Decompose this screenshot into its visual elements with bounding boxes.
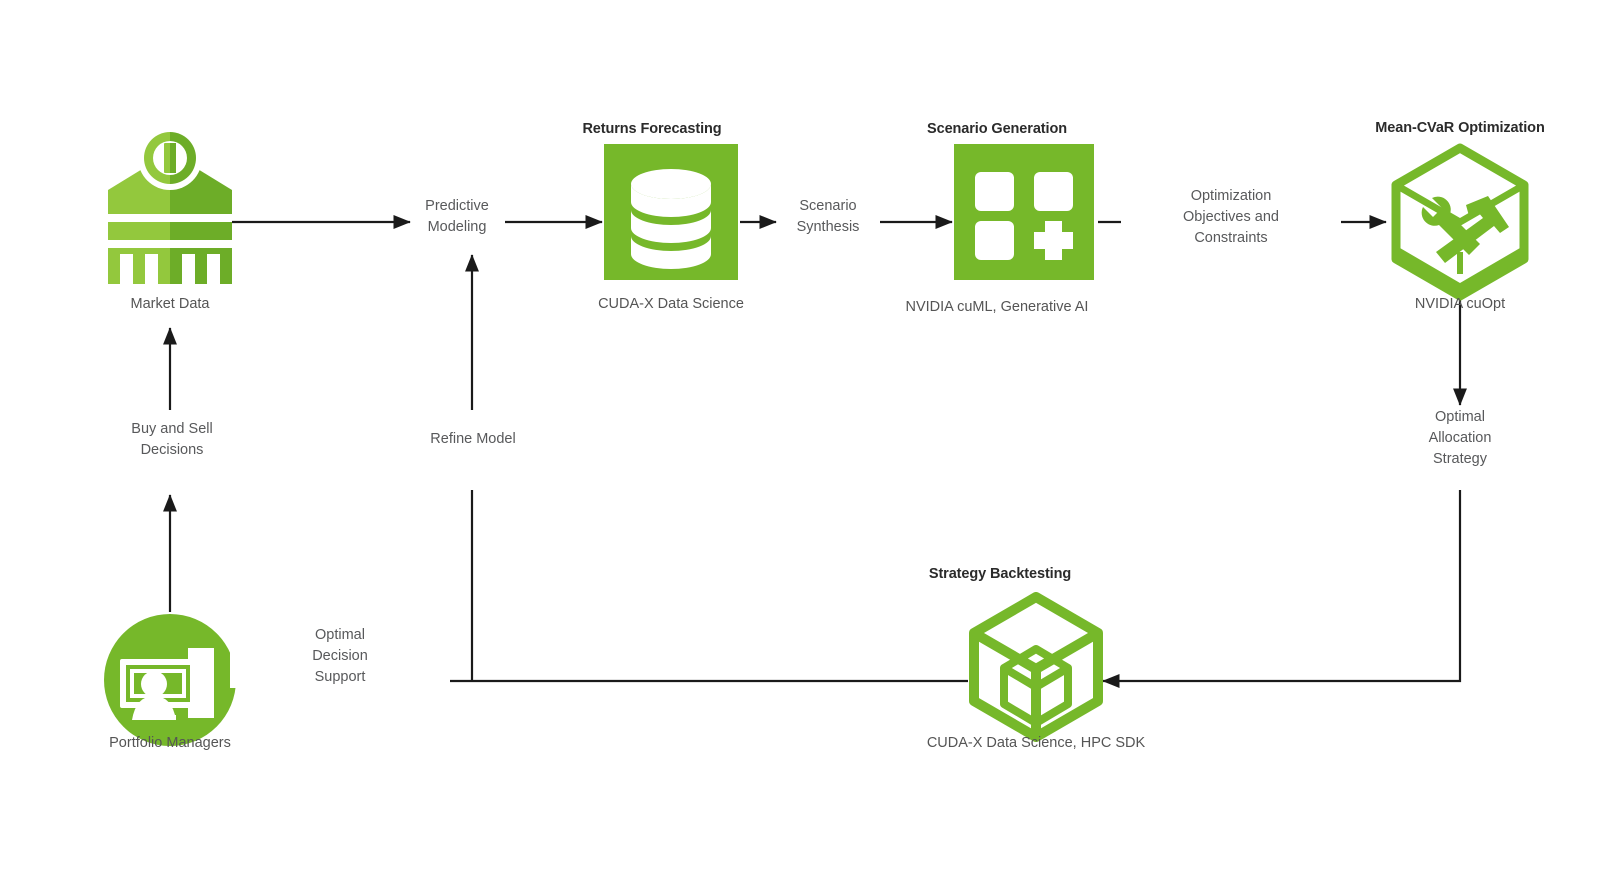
node-market-data[interactable] [104, 124, 236, 284]
database-cylinder-icon [604, 144, 738, 280]
edge-label-optimization-objectives: Optimization Objectives and Constraints [1121, 186, 1341, 250]
node-portfolio-managers[interactable] [102, 612, 238, 748]
caption-returns-forecasting: CUDA-X Data Science [598, 296, 744, 312]
caption-scenario-generation: NVIDIA cuML, Generative AI [905, 299, 1089, 315]
edge-label-refine-model: Refine Model [363, 429, 583, 451]
edge-label-optimal-allocation-strategy: Optimal Allocation Strategy [1350, 407, 1570, 471]
title-scenario-generation: Scenario Generation [927, 121, 1067, 137]
grid-plus-icon [954, 144, 1094, 280]
caption-market-data: Market Data [130, 296, 210, 312]
title-mean-cvar-optimization: Mean-CVaR Optimization [1375, 120, 1545, 136]
caption-portfolio-managers: Portfolio Managers [109, 735, 231, 751]
arrow-optimal-allocation-to-backtesting [1102, 490, 1462, 689]
hexagon-tools-icon [1391, 143, 1529, 301]
cube-outline-icon [969, 592, 1103, 742]
caption-strategy-backtesting: CUDA-X Data Science, HPC SDK [926, 735, 1146, 751]
node-strategy-backtesting[interactable] [966, 592, 1106, 742]
node-returns-forecasting[interactable] [604, 144, 738, 280]
edge-label-predictive-modeling: Predictive Modeling [425, 198, 489, 236]
node-scenario-generation[interactable] [954, 144, 1094, 280]
title-returns-forecasting: Returns Forecasting [582, 121, 722, 137]
caption-mean-cvar-optimization: NVIDIA cuOpt [1414, 296, 1506, 312]
edge-label-buy-and-sell-decisions: Buy and Sell Decisions [62, 419, 282, 462]
title-strategy-backtesting: Strategy Backtesting [928, 566, 1072, 582]
node-mean-cvar-optimization[interactable] [1388, 142, 1532, 302]
edge-label-scenario-synthesis: Scenario Synthesis [796, 198, 860, 236]
person-workstation-icon [104, 614, 236, 746]
bank-building-icon [108, 126, 232, 284]
edge-label-optimal-decision-support: Optimal Decision Support [230, 625, 450, 689]
